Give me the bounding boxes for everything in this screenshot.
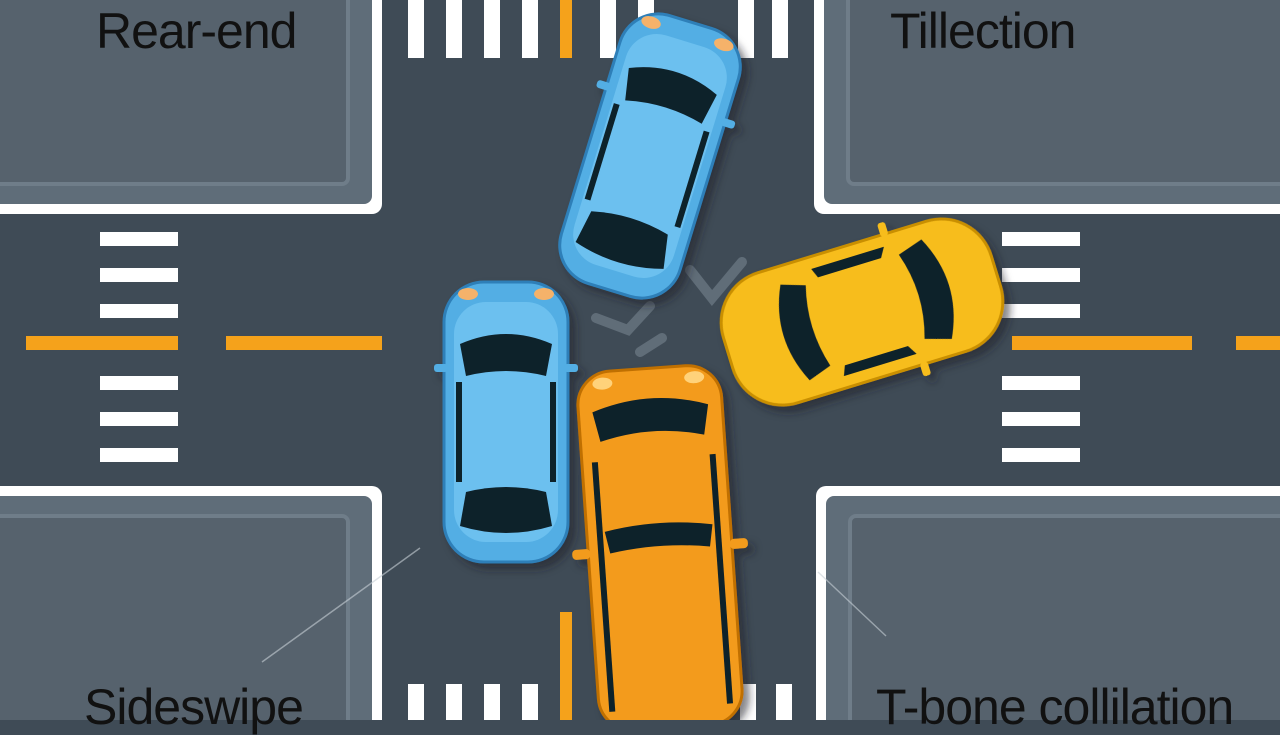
debris-lines — [261, 547, 887, 663]
label-sideswipe: Sideswipe — [84, 679, 304, 735]
lane-markings — [26, 0, 1280, 720]
label-rear-end: Rear-end — [96, 3, 297, 59]
crosswalk-right — [1002, 232, 1080, 462]
label-top-right: Tillection — [890, 3, 1076, 59]
block-bottom-right — [816, 486, 1280, 720]
label-t-bone: T-bone collilation — [876, 679, 1234, 735]
impact-marks — [591, 257, 747, 357]
blue-car-left — [432, 280, 580, 564]
crosswalk-top — [408, 0, 788, 58]
crosswalk-left — [100, 232, 178, 462]
intersection-scene — [0, 0, 1280, 720]
block-bottom-left — [0, 486, 382, 720]
block-top-right — [814, 0, 1280, 214]
crosswalk-bottom — [408, 684, 792, 720]
block-top-left — [0, 0, 382, 214]
